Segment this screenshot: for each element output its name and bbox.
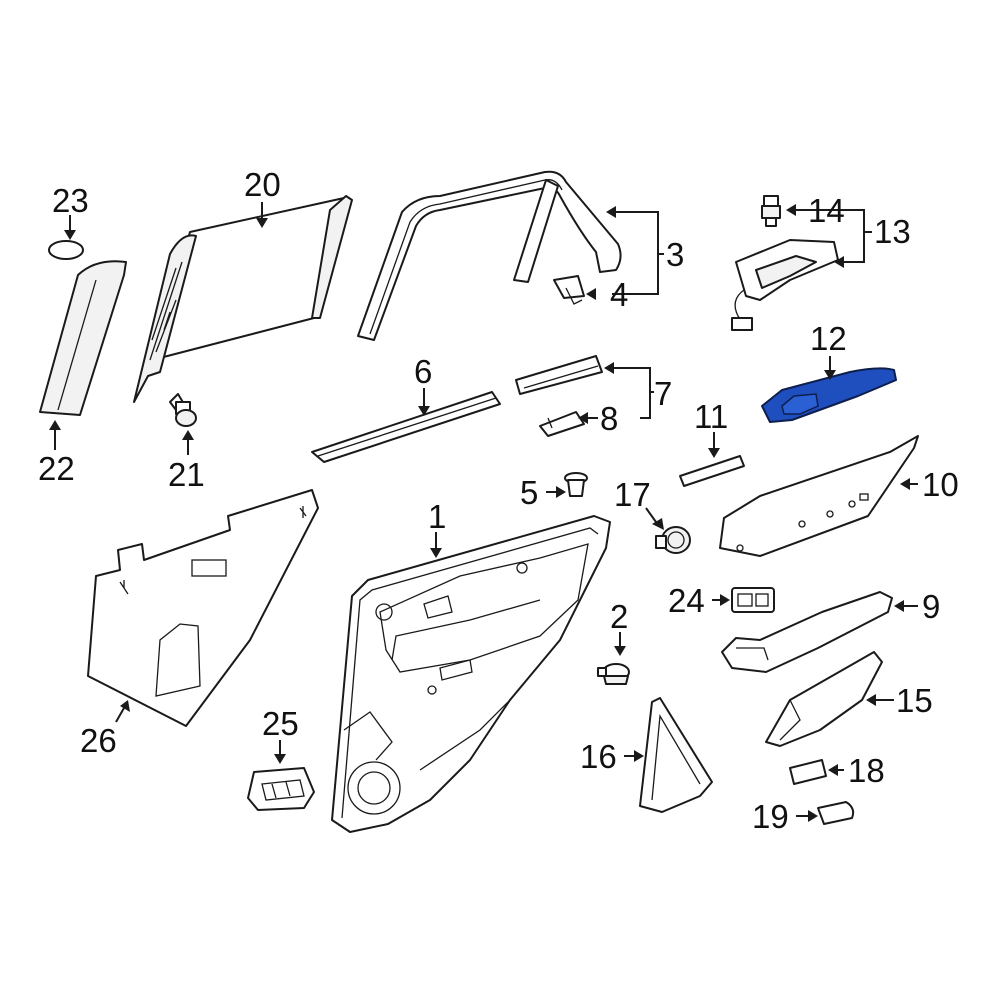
leader-7	[612, 367, 654, 419]
callout-26: 26	[80, 722, 117, 759]
arrow-4	[586, 288, 596, 300]
leader-3	[612, 211, 664, 295]
arrow-9	[894, 600, 904, 612]
arrow-24	[720, 594, 730, 606]
arrow-21	[182, 430, 194, 440]
part-24-switch	[731, 587, 775, 613]
part-4-clip	[553, 275, 585, 305]
callout-25: 25	[262, 705, 299, 742]
callout-16: 16	[580, 738, 617, 775]
arrow-26	[120, 700, 130, 712]
part-14-clip	[761, 195, 781, 227]
part-15-pocket	[765, 651, 883, 747]
part-20-sunshade	[133, 195, 353, 403]
callout-7: 7	[654, 375, 672, 412]
callout-15: 15	[896, 682, 933, 719]
callout-10: 10	[922, 466, 959, 503]
callout-3: 3	[666, 236, 684, 273]
arrow-6	[418, 406, 430, 416]
callout-20: 20	[244, 166, 281, 203]
part-11-trim	[679, 455, 745, 487]
arrow-19	[808, 810, 818, 822]
arrow-7	[604, 362, 614, 374]
callout-24: 24	[668, 582, 705, 619]
arrow-15	[866, 694, 876, 706]
callout-13: 13	[874, 213, 911, 250]
arrow-17	[652, 518, 664, 530]
arrow-18	[828, 764, 838, 776]
arrow-1	[430, 548, 442, 558]
callout-4: 4	[610, 276, 628, 313]
arrow-2	[614, 646, 626, 656]
part-7-molding	[515, 355, 603, 395]
part-16-corner-trim	[639, 697, 713, 813]
part-23-seal	[48, 240, 84, 260]
part-12-armrest-cover	[761, 367, 897, 423]
part-19-bulb	[817, 801, 855, 825]
part-17-plug	[655, 526, 691, 554]
callout-21: 21	[168, 456, 205, 493]
arrow-8	[578, 412, 588, 424]
callout-8: 8	[600, 400, 618, 437]
callout-23: 23	[52, 182, 89, 219]
callout-11: 11	[694, 398, 728, 435]
part-6-weatherstrip	[311, 391, 501, 463]
callout-18: 18	[848, 752, 885, 789]
part-10-upper-trim	[719, 435, 919, 557]
callout-17: 17	[614, 476, 651, 513]
callout-19: 19	[752, 798, 789, 835]
arrow-3	[606, 206, 616, 218]
part-8-clip	[539, 411, 585, 437]
part-13-handle-assembly	[731, 239, 839, 331]
callout-6: 6	[414, 353, 432, 390]
callout-14: 14	[808, 192, 845, 229]
arrow-23	[64, 230, 76, 240]
callout-22: 22	[38, 450, 75, 487]
arrow-12	[824, 370, 836, 380]
part-21-clip	[169, 393, 197, 427]
arrow-20	[256, 218, 268, 228]
part-1-door-panel	[331, 515, 611, 833]
part-5-screw	[564, 472, 588, 497]
callout-1: 1	[428, 498, 446, 535]
leader-13	[842, 209, 872, 263]
part-3-window-frame	[357, 170, 622, 341]
part-18-block	[789, 759, 827, 785]
arrow-11	[708, 448, 720, 458]
part-2-fastener	[597, 663, 630, 685]
callout-2: 2	[610, 598, 628, 635]
callout-12: 12	[810, 320, 847, 357]
callout-5: 5	[520, 474, 538, 511]
leader-26	[115, 707, 125, 723]
part-25-bracket	[247, 767, 315, 811]
arrow-5	[556, 486, 566, 498]
arrow-25	[274, 754, 286, 764]
part-22-pillar-trim	[39, 260, 127, 416]
part-26-insulator	[87, 489, 319, 727]
leader-17	[645, 507, 657, 523]
arrow-13	[834, 256, 844, 268]
arrow-14	[786, 204, 796, 216]
arrow-10	[900, 478, 910, 490]
callout-9: 9	[922, 588, 940, 625]
part-9-armrest	[721, 591, 893, 673]
arrow-22	[49, 420, 61, 430]
arrow-16	[634, 750, 644, 762]
